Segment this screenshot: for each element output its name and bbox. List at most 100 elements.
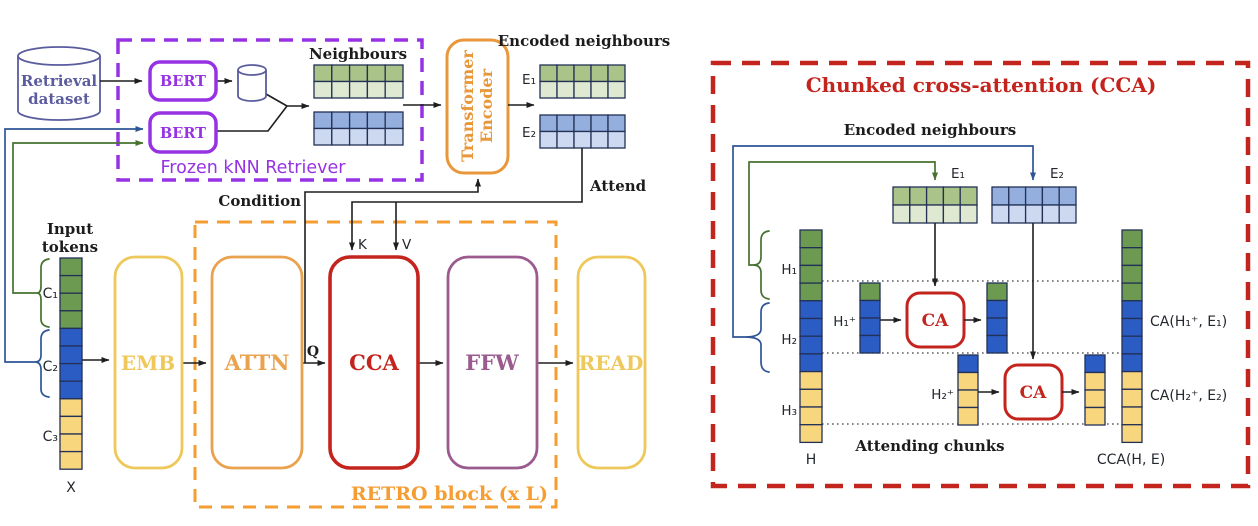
index-merge-line [265,93,288,107]
cca-e2-grid [991,186,1077,224]
token-cell [59,310,83,330]
token-cell [799,353,823,373]
condition-label: Condition [218,192,301,210]
cca-out-label: CCA(H, E) [1097,452,1165,468]
c2-brace [34,329,50,398]
k-label: K [358,237,368,253]
token-cell [59,362,83,382]
encoder-label-line2: Encoder [477,68,496,143]
ffw-box: FFW [446,255,539,470]
left-panel: Retrieval dataset BERT BERT Frozen kNN R… [4,32,671,509]
token-cell [59,274,83,294]
bert2-label: BERT [160,125,206,142]
token-cell [991,186,1010,206]
ca-out2-label: CA(H₂⁺, E₂) [1150,388,1227,404]
token-cell [1121,353,1143,373]
token-cell [313,64,333,83]
token-cell [1084,406,1106,426]
attending-chunks-label: Attending chunks [854,437,1004,455]
token-cell [348,111,369,130]
token-cell [331,127,351,146]
index-cylinder [237,64,267,102]
token-cell [59,450,83,470]
token-cell [539,80,558,99]
token-cell [799,282,823,302]
ca2-output-column [1084,354,1106,426]
ca2-box: CA [1003,363,1064,421]
token-cell [539,114,558,133]
h-column [799,229,823,444]
token-cell [556,114,575,133]
transformer-encoder-box: Transformer Encoder [445,38,510,175]
token-cell [59,398,83,418]
token-cell [590,80,609,99]
token-cell [366,111,386,130]
retro-block-box [193,220,558,509]
token-cell [1024,204,1044,224]
token-cell [59,433,83,453]
token-cell [366,127,386,146]
right-panel: Chunked cross-attention (CCA) Encoded ne… [710,60,1251,489]
token-cell [607,114,626,133]
token-cell [991,204,1010,224]
token-cell [1121,335,1143,355]
ca-out1-label: CA(H₁⁺, E₁) [1150,314,1227,330]
emb-label: EMB [121,351,175,375]
token-cell [573,80,592,99]
token-cell [799,424,823,444]
token-cell [573,130,592,149]
token-cell [331,64,351,83]
token-cell [556,64,575,83]
token-cell [986,317,1008,337]
token-cell [1084,371,1106,391]
token-cell [859,299,881,319]
retrieval-dataset-label-line2: dataset [28,90,90,108]
h1-label: H₁ [781,262,797,278]
token-cell [799,247,823,267]
token-cell [590,130,609,149]
retrieval-dataset-cylinder: Retrieval dataset [17,46,101,121]
token-cell [366,80,386,99]
bert1-box: BERT [148,60,218,102]
token-cell [384,127,404,146]
encoded-e1-grid [539,64,626,99]
h2-plus-label: H₂⁺ [931,387,954,403]
ca2-label: CA [1020,383,1048,403]
cca-panel-box [710,60,1251,489]
token-cell [942,186,961,206]
token-cell [331,111,351,130]
token-cell [1121,388,1143,408]
neighbours-grid-blue [313,111,404,146]
token-cell [859,282,881,302]
token-cell [331,80,351,99]
token-cell [909,186,928,206]
token-cell [607,80,626,99]
token-cell [799,300,823,320]
c2-to-bert-line [4,126,144,363]
token-cell [1121,406,1143,426]
q-label: Q [307,344,319,360]
frozen-knn-retriever-box [116,38,424,182]
ffw-label: FFW [465,350,519,375]
bert2-box: BERT [148,111,218,154]
token-cell [892,186,911,206]
token-cell [1084,354,1106,374]
neighbours-grid-green [313,64,404,99]
token-cell [1121,282,1143,302]
input-tokens-column [59,257,83,470]
attn-label: ATTN [224,350,290,375]
token-cell [1121,247,1143,267]
token-cell [384,111,404,130]
encoded-neighbours-label: Encoded neighbours [498,32,671,50]
input-tokens-label-line1: Input [47,220,93,238]
c1-label: C₁ [43,286,58,302]
token-cell [573,114,592,133]
token-cell [384,64,404,83]
token-cell [799,370,823,390]
token-cell [348,127,369,146]
cca-output-column [1121,229,1143,444]
token-cell [1084,389,1106,409]
token-cell [1041,204,1060,224]
h-label: H [806,452,817,468]
